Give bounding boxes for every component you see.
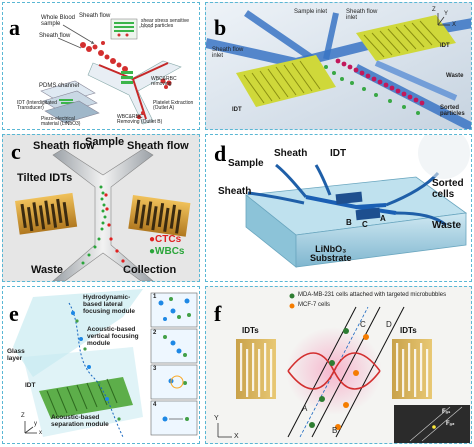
- panel-f-illustration: [217, 293, 470, 443]
- axis-y-label: Y: [444, 11, 449, 17]
- panel-b: b: [205, 2, 472, 130]
- label-sheath-flow-inlet-top: Sheath flow inlet: [346, 9, 378, 22]
- label-sample-inlet: Sample inlet: [294, 9, 328, 15]
- label-hydro: Hydrodynamic- based lateral focusing mod…: [83, 294, 135, 315]
- label-b: B: [346, 218, 352, 227]
- label-a: A: [302, 404, 308, 413]
- axis-y-label: Y: [214, 415, 219, 422]
- label-sorted-cells: Sorted cells: [432, 178, 464, 200]
- label-pdms: PDMS channel: [39, 83, 80, 89]
- label-c: C: [362, 220, 368, 229]
- panel-a: a Whole Blood sample S: [2, 2, 200, 130]
- label-sheath-flow-left: Sheath flow: [33, 140, 95, 152]
- panel-b-illustration: [206, 3, 471, 129]
- panel-label-b: b: [214, 15, 227, 40]
- axis-x-label: x: [39, 430, 42, 436]
- inset-3-label: 3: [153, 366, 157, 372]
- label-acoustic-sep: Acoustic-based separation module: [51, 414, 109, 428]
- label-substrate: LiNbO₃ Substrate: [310, 244, 352, 264]
- label-sample: Sample: [85, 136, 125, 148]
- panel-label-c: c: [11, 139, 21, 164]
- legend-wbcs: ●WBCs: [149, 246, 185, 257]
- label-fa2: Fₐ₂: [446, 421, 455, 427]
- panel-label-f: f: [214, 301, 222, 326]
- label-idt-right: IDT: [440, 43, 450, 49]
- label-wbc-rbc-outlet-b: WBC&RBC Removing (Outlet B): [117, 114, 163, 126]
- label-waste: Waste: [446, 73, 464, 79]
- panel-d: d Sample Sheath IDT Sheath Sorted cells …: [205, 134, 472, 282]
- legend-mcf: MCF-7 cells: [298, 302, 331, 308]
- label-whole-blood: Whole Blood sample: [41, 15, 76, 28]
- label-waste: Waste: [31, 264, 63, 276]
- panel-d-illustration: [244, 135, 470, 268]
- label-idts-right: IDTs: [400, 326, 417, 335]
- label-idt-left: IDT: [232, 107, 242, 113]
- label-tilted-idts: Tilted IDTs: [17, 172, 73, 184]
- panel-label-d: d: [214, 141, 227, 166]
- label-sheath-flow-inlet-left: Sheath flow inlet: [212, 47, 244, 60]
- label-sheath-left: Sheath: [218, 186, 252, 197]
- panel-f: f: [205, 286, 472, 444]
- label-sheath-top: Sheath: [274, 148, 308, 159]
- label-glass: Glass layer: [7, 348, 25, 362]
- legend-mda: MDA-MB-231 cells attached with targeted …: [298, 292, 447, 298]
- label-shear-stress: shear stress sensitive blood particles: [141, 18, 190, 30]
- label-b: B: [332, 426, 338, 435]
- axis-y-label: y: [34, 421, 37, 427]
- label-sample: Sample: [228, 158, 264, 169]
- panel-label-a: a: [9, 15, 20, 40]
- legend-ctcs: ●CTCs: [149, 234, 182, 245]
- label-c: C: [360, 320, 366, 329]
- label-wbc-rbc-removing: WBC&RBC removing: [151, 76, 177, 88]
- axis-z-label: Z: [21, 413, 25, 419]
- label-idt: IDT: [330, 148, 347, 159]
- panel-a-illustration: [40, 18, 182, 125]
- axis-x-label: X: [234, 433, 239, 440]
- axis-x-label: X: [452, 22, 457, 28]
- label-idts-left: IDTs: [242, 326, 259, 335]
- inset-2-label: 2: [153, 330, 157, 336]
- label-sorted-particles: Sorted particles: [440, 105, 465, 118]
- label-acoustic-vertical: Acoustic-based vertical focusing module: [87, 326, 139, 347]
- panel-label-e: e: [9, 301, 19, 326]
- label-sheath-flow-2: Sheath flow: [39, 33, 71, 39]
- panel-c-illustration: [15, 148, 191, 281]
- label-fa1: Fₐ₁: [442, 409, 451, 415]
- label-idt: IDT: [25, 382, 36, 389]
- label-piezo: Piezo-electrical material (LiNbO3): [41, 116, 81, 128]
- label-sheath-flow-right: Sheath flow: [127, 140, 189, 152]
- panel-e-illustration: [13, 289, 198, 438]
- panel-c: c: [2, 134, 200, 282]
- label-waste: Waste: [432, 220, 462, 231]
- inset-4-label: 4: [153, 402, 157, 408]
- label-d: D: [386, 320, 392, 329]
- axis-z-label: Z: [432, 7, 436, 13]
- label-a: A: [380, 214, 386, 223]
- inset-1-label: 1: [153, 294, 157, 300]
- label-collection: Collection: [123, 264, 177, 276]
- label-idt: IDT (Interdigitated Transducer): [17, 100, 57, 112]
- label-platelet: Platelet Extraction (Outlet A): [153, 100, 194, 112]
- panel-e: e Hydrodynamic- ba: [2, 286, 200, 444]
- label-sheath-flow-1: Sheath flow: [79, 13, 111, 19]
